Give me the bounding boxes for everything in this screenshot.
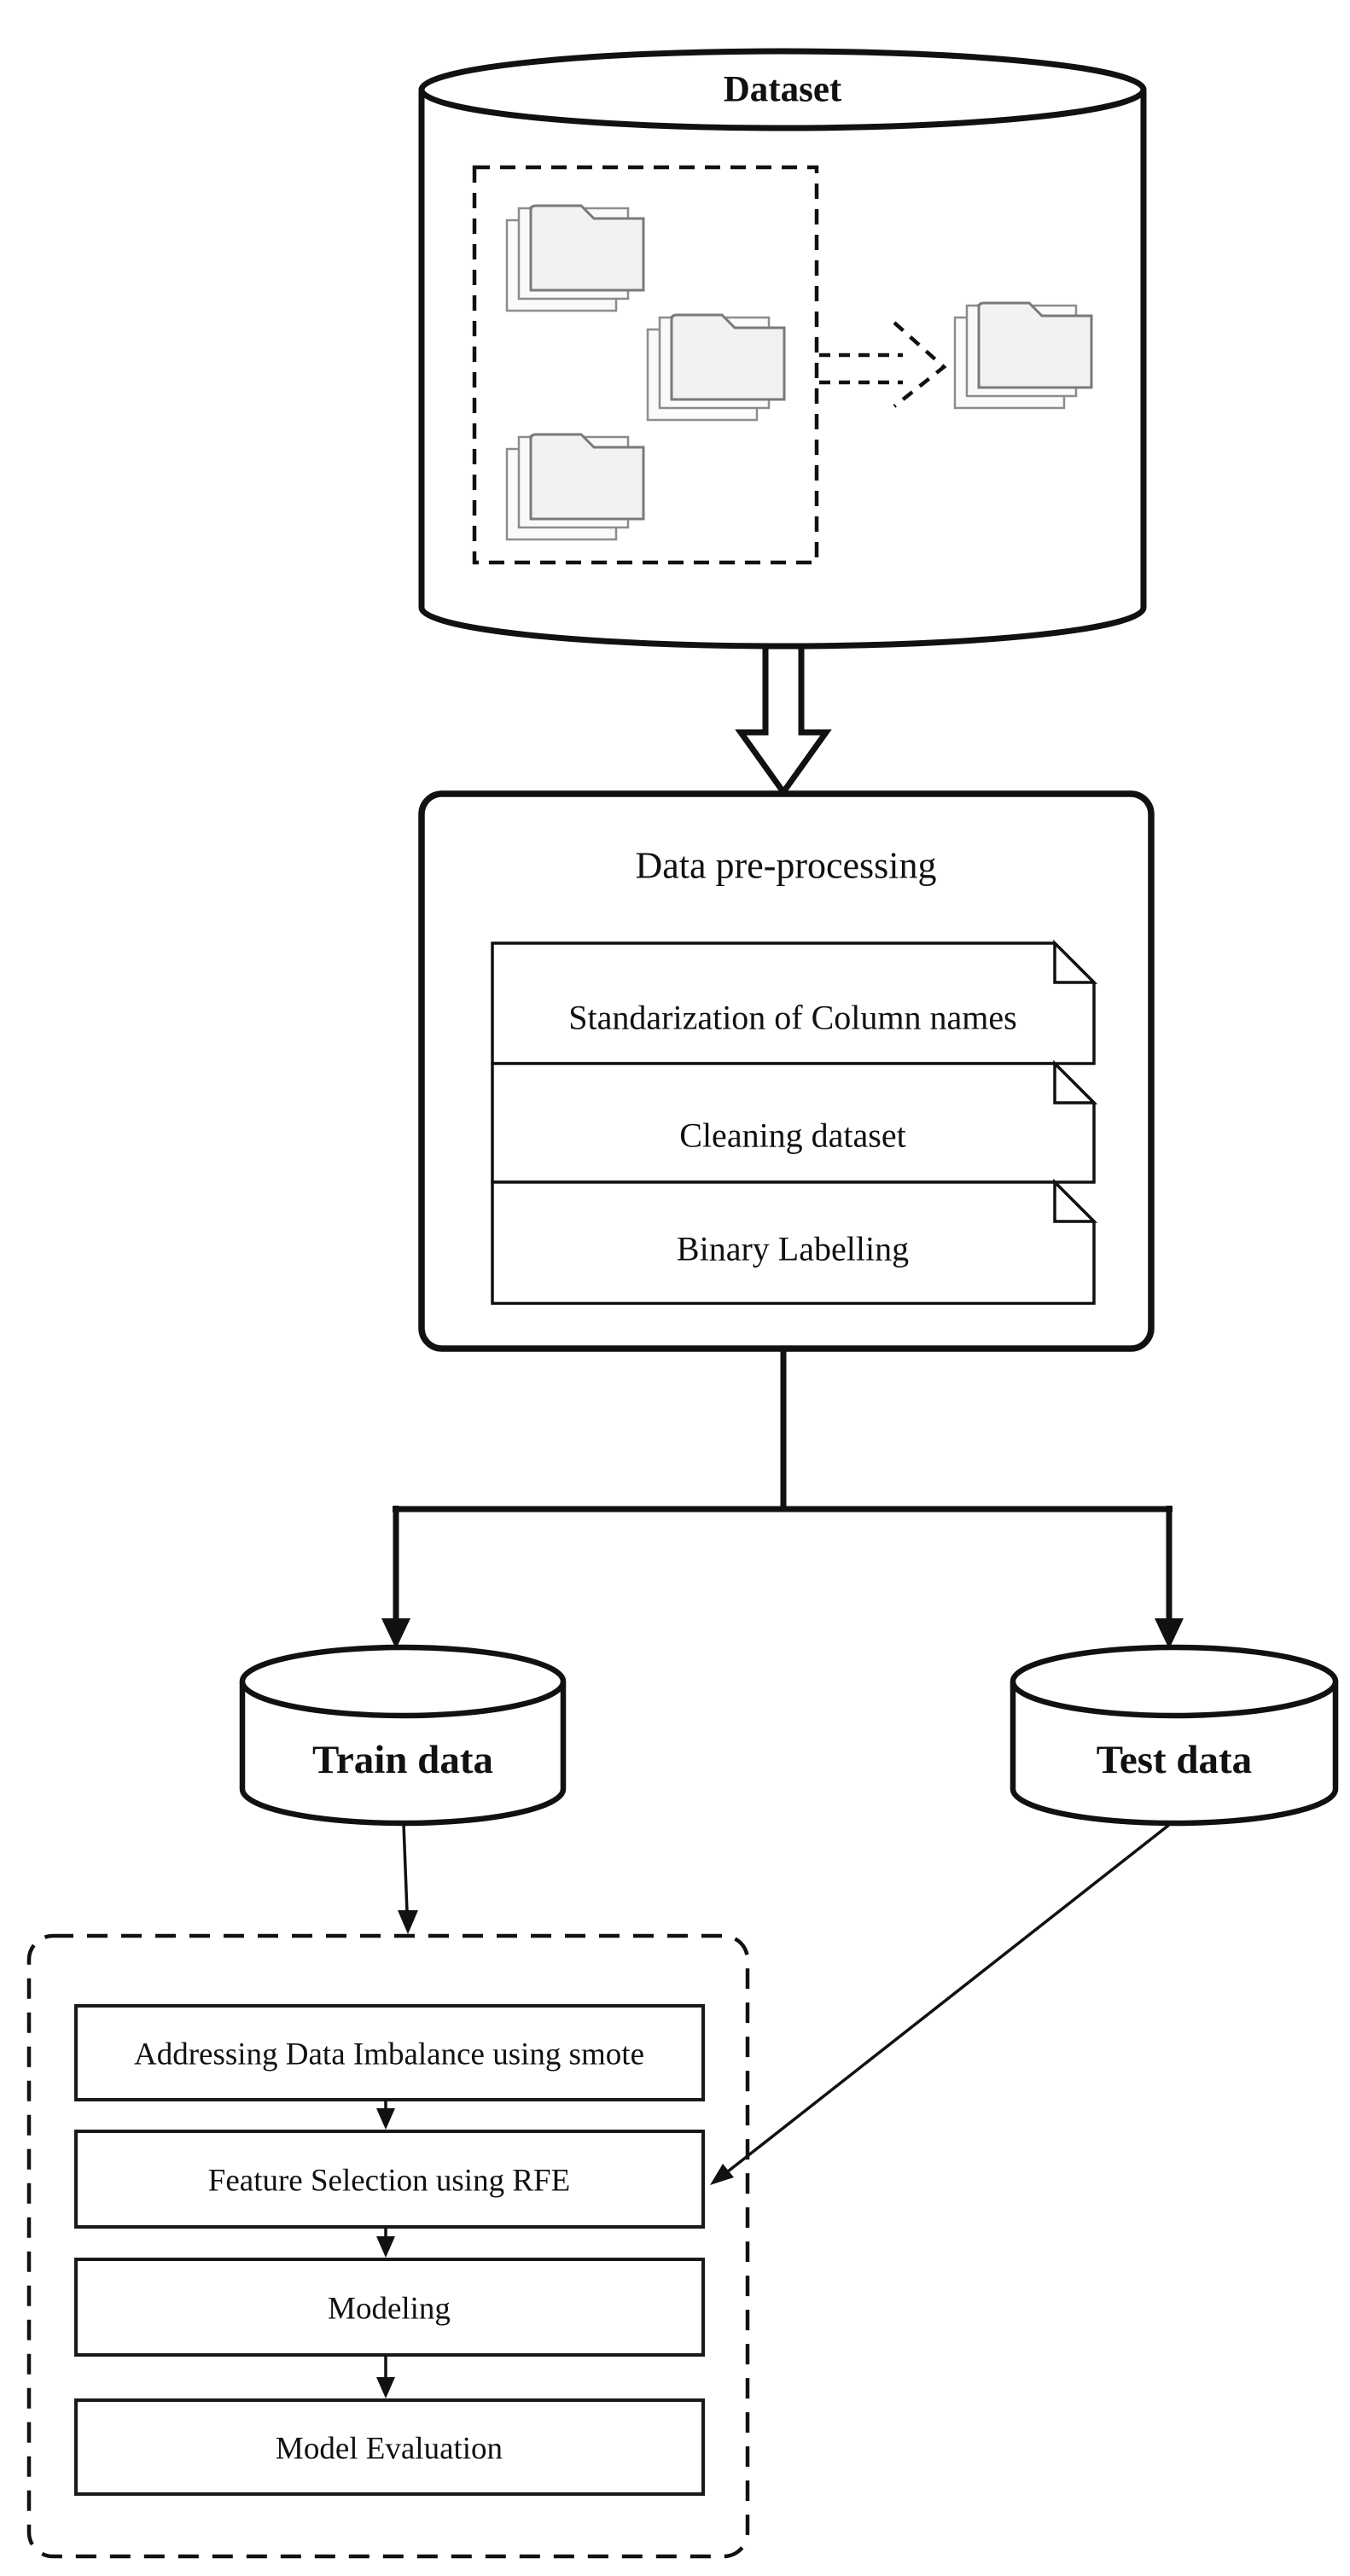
pipeline-step-label: Model Evaluation [276, 2432, 503, 2467]
preprocessing-step-label: Standarization of Column names [568, 999, 1016, 1037]
pipeline-step-label: Addressing Data Imbalance using smote [134, 2037, 644, 2072]
train-data-cylinder: Train data [239, 1644, 567, 1827]
preprocessing-step-label: Cleaning dataset [679, 1116, 905, 1155]
pipeline-step-box: Feature Selection using RFE [74, 2130, 705, 2229]
preprocessing-step-note: Binary Labelling [491, 1178, 1098, 1305]
split-connector [393, 1349, 1173, 1620]
dataset-to-preprocessing-arrow [735, 643, 832, 798]
train-data-label: Train data [312, 1738, 493, 1782]
pipeline-step-arrow [376, 2355, 395, 2398]
preprocessing-step-label: Binary Labelling [677, 1230, 909, 1268]
test-data-cylinder: Test data [1010, 1644, 1339, 1827]
test-to-feature-selection-arrow [710, 1823, 1171, 2185]
merge-dashed-arrow [819, 321, 947, 408]
pipeline-step-box: Modeling [74, 2258, 705, 2357]
training-pipeline-dashed-container [26, 1933, 750, 2559]
pipeline-step-box: Addressing Data Imbalance using smote [74, 2004, 705, 2101]
pipeline-step-label: Feature Selection using RFE [208, 2164, 570, 2199]
preprocessing-step-note: Standarization of Column names [491, 939, 1098, 1065]
preprocessing-title: Data pre-processing [635, 845, 936, 887]
train-to-pipeline-arrow [398, 1823, 418, 1934]
pipeline-step-box: Model Evaluation [74, 2398, 705, 2496]
arrowhead-to-train [381, 1618, 410, 1649]
test-data-label: Test data [1097, 1738, 1252, 1782]
folder-stack-icon [646, 313, 786, 422]
folder-stack-icon [505, 204, 645, 312]
dataset-title: Dataset [724, 70, 842, 110]
preprocessing-step-note: Cleaning dataset [491, 1059, 1098, 1184]
folder-stack-merged-icon [953, 301, 1093, 410]
folder-stack-icon [505, 433, 645, 541]
pipeline-step-arrow [376, 2100, 395, 2130]
arrowhead-to-test [1155, 1618, 1184, 1649]
pipeline-step-arrow [376, 2227, 395, 2258]
dataset-group-dashed-rect [472, 165, 819, 565]
pipeline-step-label: Modeling [328, 2292, 451, 2327]
